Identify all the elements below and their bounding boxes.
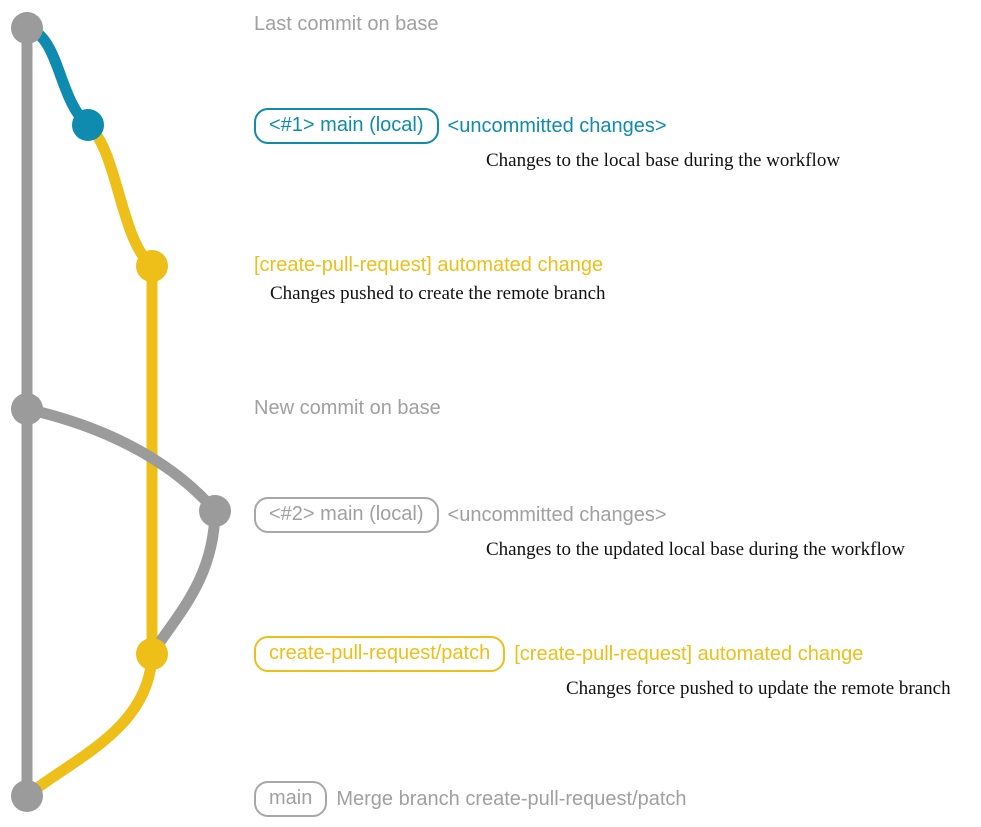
commit-row-automated-change-2: create-pull-request/patch [create-pull-re…: [254, 636, 951, 700]
branch-ref-badge[interactable]: main: [254, 781, 328, 817]
commit-description: Changes to the local base during the wor…: [486, 150, 841, 171]
commit-row-last-commit-on-base: Last commit on base: [254, 12, 439, 36]
branch-ref-badge[interactable]: <#1> main (local): [254, 108, 439, 144]
commit-row-header: <#2> main (local) <uncommitted changes>: [254, 497, 667, 533]
commit-subject: Last commit on base: [254, 13, 439, 35]
commit-row-local-uncommitted-2: <#2> main (local) <uncommitted changes> Ch…: [254, 497, 905, 561]
commit-subject: Merge branch create-pull-request/patch: [336, 788, 687, 810]
commit-subject: <uncommitted changes>: [447, 115, 667, 137]
commit-row-header: New commit on base: [254, 396, 441, 420]
commit-row-header: create-pull-request/patch [create-pull-re…: [254, 636, 863, 672]
commit-row-local-uncommitted-1: <#1> main (local) <uncommitted changes> Ch…: [254, 108, 840, 172]
commit-row-new-commit-on-base: New commit on base: [254, 396, 441, 420]
commit-row-header: <#1> main (local) <uncommitted changes>: [254, 108, 667, 144]
commit-description: Changes pushed to create the remote bran…: [270, 283, 606, 304]
commit-row-header: [create-pull-request] automated change: [254, 253, 603, 277]
commit-description: Changes to the updated local base during…: [486, 539, 905, 560]
branch-ref-badge[interactable]: <#2> main (local): [254, 497, 439, 533]
commit-subject: [create-pull-request] automated change: [254, 254, 604, 276]
commit-subject: [create-pull-request] automated change: [514, 643, 864, 665]
branch-ref-badge[interactable]: create-pull-request/patch: [254, 636, 506, 672]
commit-subject: <uncommitted changes>: [447, 504, 667, 526]
commit-row-header: main Merge branch create-pull-request/pat…: [254, 781, 687, 817]
commit-subject: New commit on base: [254, 397, 441, 419]
commit-row-header: Last commit on base: [254, 12, 439, 36]
commit-row-merge-branch: main Merge branch create-pull-request/pat…: [254, 781, 687, 817]
commit-description: Changes force pushed to update the remot…: [566, 678, 951, 699]
